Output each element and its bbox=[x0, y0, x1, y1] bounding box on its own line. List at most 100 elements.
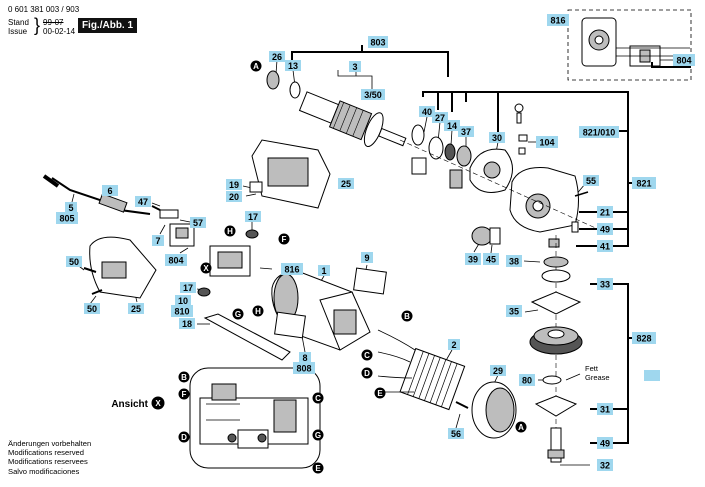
part-label: 29 bbox=[490, 365, 506, 376]
svg-text:F: F bbox=[282, 235, 287, 244]
svg-text:A: A bbox=[253, 62, 259, 71]
svg-text:1: 1 bbox=[321, 266, 326, 276]
svg-text:821: 821 bbox=[636, 179, 651, 189]
part-label: 803 bbox=[368, 36, 388, 48]
svg-text:816: 816 bbox=[550, 16, 565, 26]
svg-text:C: C bbox=[315, 394, 321, 403]
part-label: 49 bbox=[597, 437, 613, 449]
svg-text:56: 56 bbox=[451, 429, 461, 439]
svg-text:C: C bbox=[364, 351, 370, 360]
svg-text:816: 816 bbox=[284, 265, 299, 275]
svg-text:17: 17 bbox=[183, 283, 193, 293]
callout-b: B bbox=[401, 310, 413, 322]
grease-note-en: Grease bbox=[585, 373, 610, 382]
part-label: 57 bbox=[190, 217, 206, 228]
part-label: 40 bbox=[419, 106, 435, 117]
part-label: 821/010 bbox=[579, 126, 619, 138]
part-label: 50 bbox=[66, 256, 82, 267]
part-label: 39 bbox=[465, 253, 481, 265]
callout-f: F bbox=[178, 388, 190, 400]
callout-e: E bbox=[374, 387, 386, 399]
part-label: 816 bbox=[281, 263, 303, 275]
footer-line-fr: Modifications reservees bbox=[8, 457, 88, 467]
part-label: 45 bbox=[483, 253, 499, 265]
svg-text:6: 6 bbox=[107, 186, 112, 196]
svg-text:50: 50 bbox=[69, 257, 79, 267]
svg-text:40: 40 bbox=[422, 107, 432, 117]
svg-text:30: 30 bbox=[492, 133, 502, 143]
letter-callouts: A A B B C C D D E E F F G G H H X X bbox=[151, 60, 527, 474]
highlight-swatch bbox=[644, 370, 660, 381]
callout-g: G bbox=[232, 308, 244, 320]
svg-text:19: 19 bbox=[229, 180, 239, 190]
svg-text:25: 25 bbox=[341, 179, 351, 189]
svg-text:804: 804 bbox=[168, 256, 183, 266]
svg-text:31: 31 bbox=[600, 405, 610, 415]
part-label: 8 bbox=[299, 352, 311, 363]
svg-text:5: 5 bbox=[68, 203, 73, 213]
part-label: 13 bbox=[285, 60, 301, 71]
part-label: 33 bbox=[597, 278, 613, 290]
part-label: 104 bbox=[536, 136, 558, 148]
svg-text:18: 18 bbox=[182, 319, 192, 329]
svg-text:80: 80 bbox=[522, 376, 532, 386]
svg-text:47: 47 bbox=[138, 197, 148, 207]
part-label: 41 bbox=[597, 240, 613, 252]
svg-text:10: 10 bbox=[178, 296, 188, 306]
svg-text:32: 32 bbox=[600, 461, 610, 471]
footer-line-de: Änderungen vorbehalten bbox=[8, 439, 92, 448]
part-label: 5 bbox=[65, 202, 77, 213]
part-label: 3/50 bbox=[361, 89, 385, 100]
part-label: 38 bbox=[506, 255, 522, 267]
part-label: 808 bbox=[293, 362, 315, 374]
callout-d: D bbox=[361, 367, 373, 379]
svg-text:29: 29 bbox=[493, 366, 503, 376]
svg-text:810: 810 bbox=[174, 307, 189, 317]
part-label: 17 bbox=[180, 282, 196, 293]
part-label: 7 bbox=[152, 235, 164, 246]
figure-label: Fig./Abb. 1 bbox=[78, 18, 137, 33]
inset-detail bbox=[567, 9, 692, 81]
svg-text:39: 39 bbox=[468, 255, 478, 265]
part-label: 14 bbox=[444, 120, 460, 131]
part-label: 26 bbox=[269, 51, 285, 62]
svg-text:8: 8 bbox=[302, 353, 307, 363]
part-label: 6 bbox=[102, 185, 118, 196]
svg-text:B: B bbox=[181, 373, 187, 382]
svg-text:57: 57 bbox=[193, 218, 203, 228]
svg-text:D: D bbox=[181, 433, 187, 442]
callout-e: E bbox=[312, 462, 324, 474]
svg-text:A: A bbox=[518, 423, 524, 432]
part-label: 35 bbox=[506, 305, 522, 317]
svg-text:B: B bbox=[404, 312, 410, 321]
part-label: 18 bbox=[179, 318, 195, 329]
part-label: 27 bbox=[432, 112, 448, 123]
svg-text:H: H bbox=[227, 227, 233, 236]
part-label: 30 bbox=[489, 132, 505, 143]
callout-g: G bbox=[312, 429, 324, 441]
svg-text:7: 7 bbox=[155, 236, 160, 246]
svg-text:9: 9 bbox=[364, 253, 369, 263]
footer-line-en: Modifications reserved bbox=[8, 448, 84, 458]
doc-number: 0 601 381 003 / 903 bbox=[8, 5, 80, 14]
part-label: 804 bbox=[673, 54, 695, 66]
svg-text:3: 3 bbox=[352, 62, 357, 72]
svg-text:804: 804 bbox=[676, 56, 691, 66]
part-label: 49 bbox=[597, 223, 613, 235]
svg-text:H: H bbox=[255, 307, 261, 316]
svg-text:45: 45 bbox=[486, 255, 496, 265]
callout-a: A bbox=[250, 60, 262, 72]
part-label: 10 bbox=[175, 295, 191, 306]
part-label: 56 bbox=[448, 428, 464, 439]
svg-text:17: 17 bbox=[248, 212, 258, 222]
callout-f: F bbox=[278, 233, 290, 245]
callout-h: H bbox=[224, 225, 236, 237]
brace-glyph: } bbox=[34, 15, 41, 35]
callout-d: D bbox=[178, 431, 190, 443]
svg-text:E: E bbox=[315, 464, 321, 473]
svg-text:104: 104 bbox=[539, 138, 554, 148]
svg-text:X: X bbox=[155, 399, 161, 408]
part-label: 810 bbox=[171, 305, 193, 317]
part-label: 17 bbox=[245, 211, 261, 222]
